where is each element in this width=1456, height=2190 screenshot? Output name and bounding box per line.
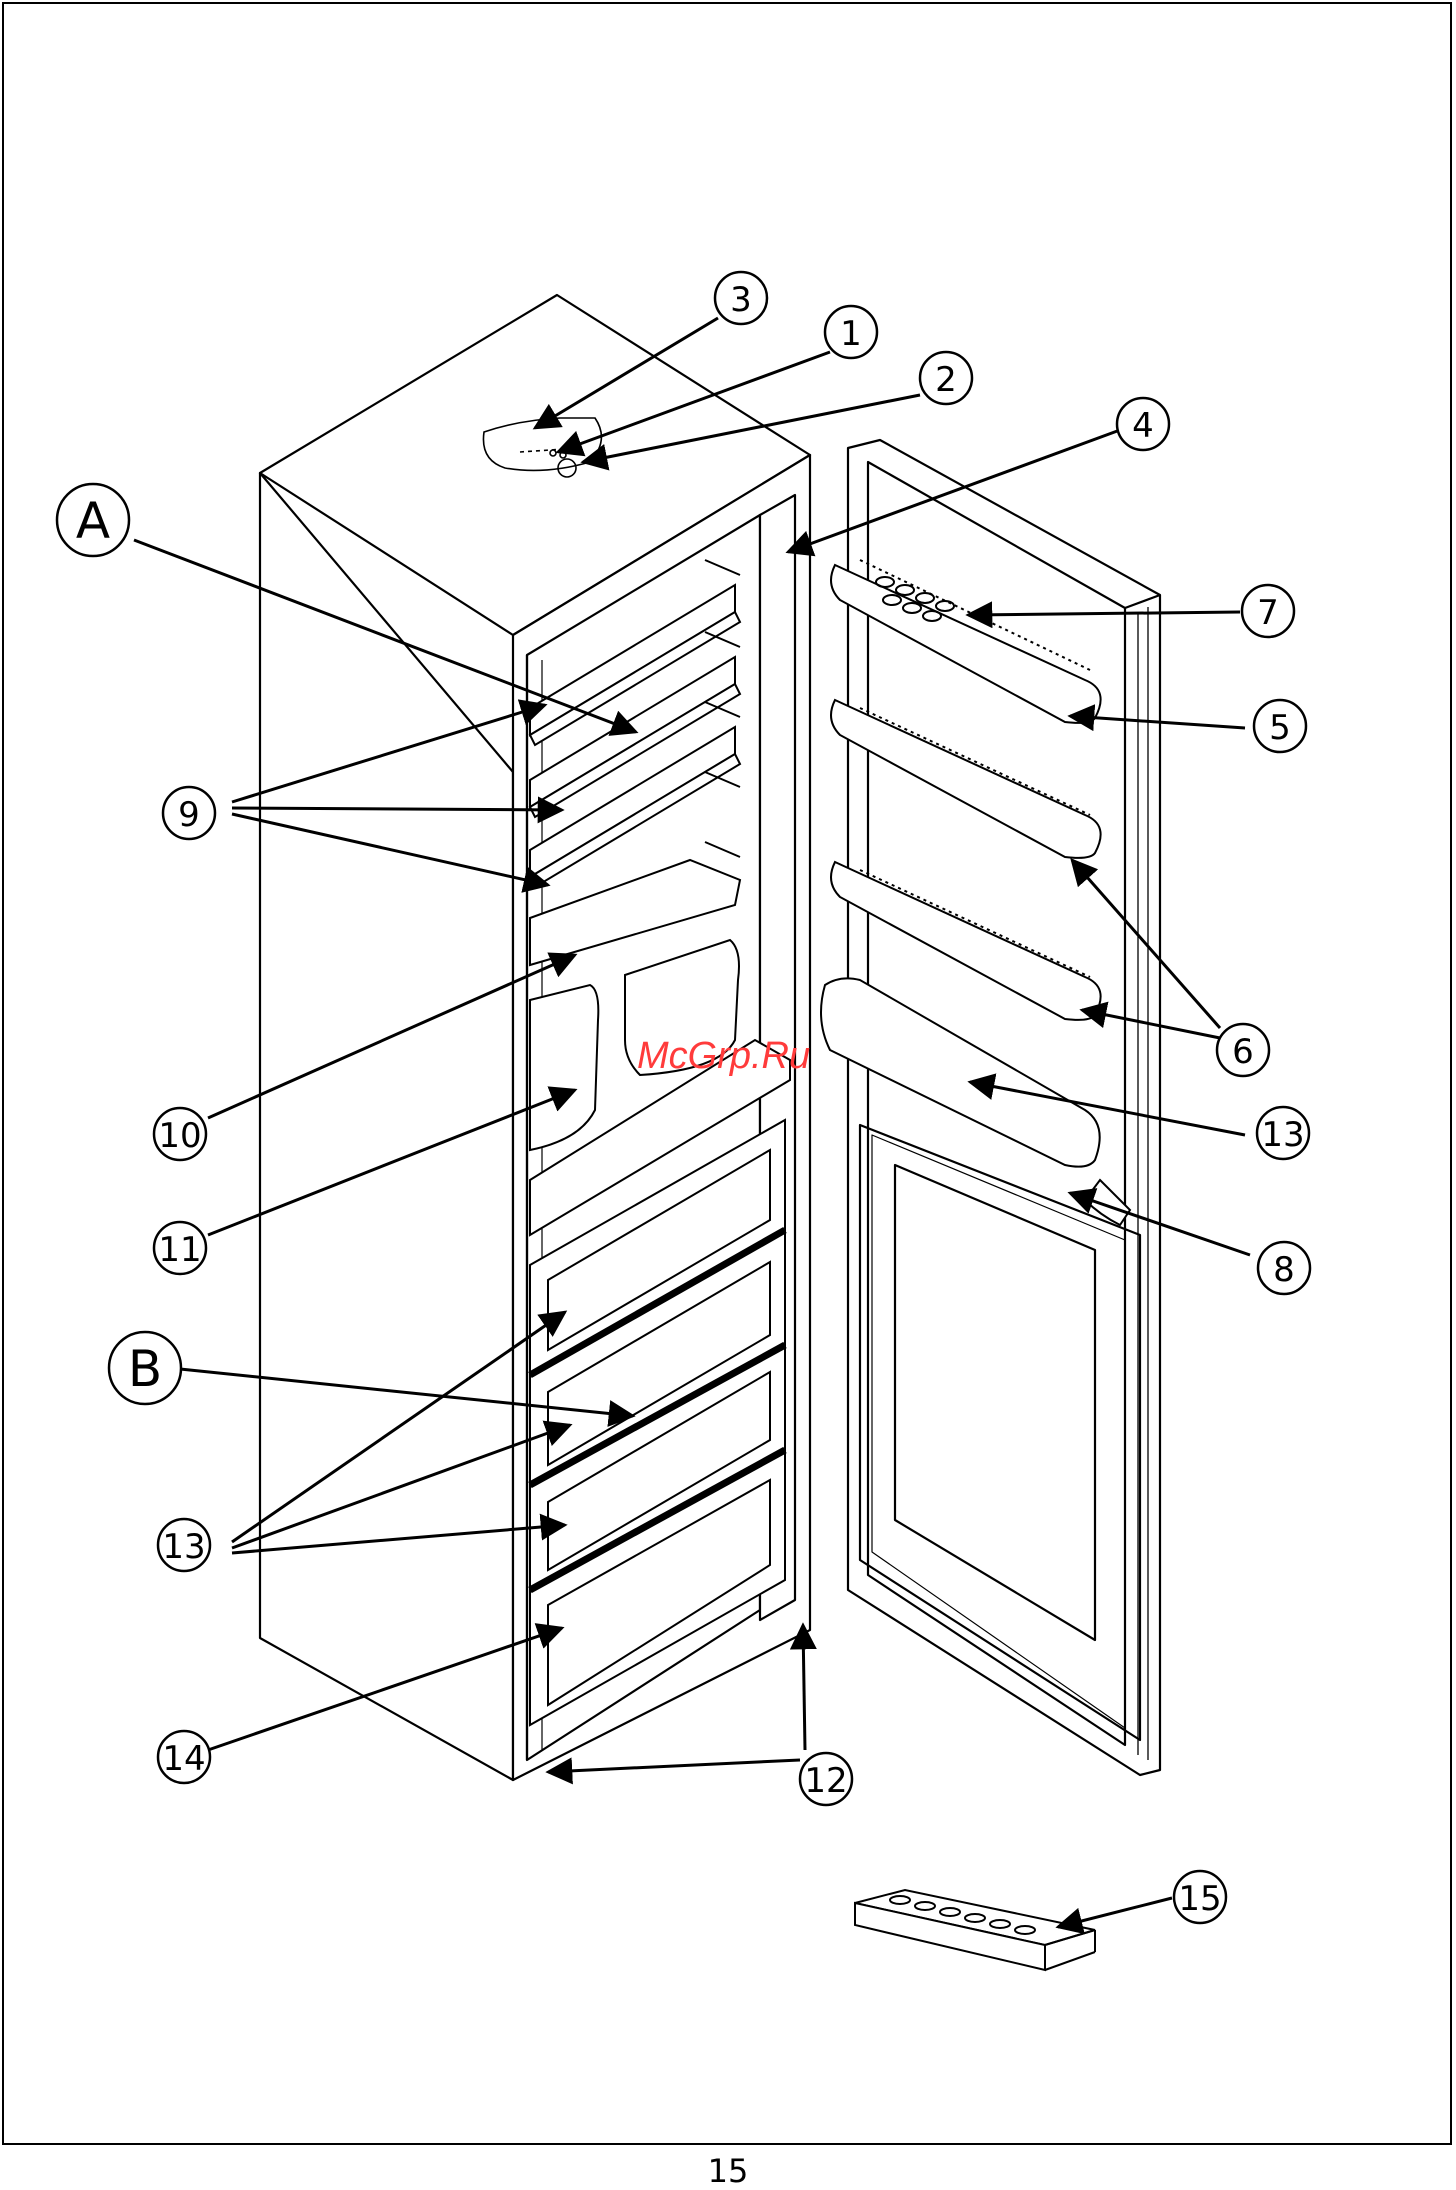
ice-cube-tray xyxy=(855,1890,1095,1970)
callout-5-label: 5 xyxy=(1269,708,1291,748)
callout-8-label: 8 xyxy=(1273,1250,1295,1290)
callout-4: 4 xyxy=(1117,398,1169,450)
callout-A: A xyxy=(57,484,129,556)
callout-10-label: 10 xyxy=(158,1116,201,1156)
callout-4-label: 4 xyxy=(1132,406,1154,446)
callout-6-label: 6 xyxy=(1232,1032,1254,1072)
callout-15-label: 15 xyxy=(1178,1879,1221,1919)
callout-2-label: 2 xyxy=(935,360,957,400)
callout-3-label: 3 xyxy=(730,280,752,320)
callout-11-label: 11 xyxy=(158,1230,201,1270)
callout-14-label: 14 xyxy=(162,1739,205,1779)
callout-3: 3 xyxy=(715,272,767,324)
callout-15: 15 xyxy=(1174,1871,1226,1923)
callout-11: 11 xyxy=(154,1222,206,1274)
callout-7: 7 xyxy=(1242,585,1294,637)
callout-13-freezer-label: 13 xyxy=(162,1527,205,1567)
callout-1: 1 xyxy=(825,306,877,358)
callout-9-label: 9 xyxy=(178,795,200,835)
callout-2: 2 xyxy=(920,352,972,404)
callout-13-door: 13 xyxy=(1257,1107,1309,1159)
callout-12-label: 12 xyxy=(804,1761,847,1801)
callout-7-label: 7 xyxy=(1257,593,1279,633)
callout-13-door-label: 13 xyxy=(1261,1115,1304,1155)
callout-12: 12 xyxy=(800,1753,852,1805)
callout-B-label: B xyxy=(128,1340,162,1398)
callout-B: B xyxy=(109,1332,181,1404)
callout-A-label: A xyxy=(76,492,110,550)
page-number: 15 xyxy=(0,2152,1456,2190)
callout-10: 10 xyxy=(154,1108,206,1160)
callout-9: 9 xyxy=(163,787,215,839)
callout-14: 14 xyxy=(158,1731,210,1783)
callout-13-freezer: 13 xyxy=(158,1519,210,1571)
callout-8: 8 xyxy=(1258,1242,1310,1294)
callout-5: 5 xyxy=(1254,700,1306,752)
callout-6: 6 xyxy=(1217,1024,1269,1076)
callout-1-label: 1 xyxy=(840,314,862,354)
watermark-text: McGrp.Ru xyxy=(637,1035,810,1077)
